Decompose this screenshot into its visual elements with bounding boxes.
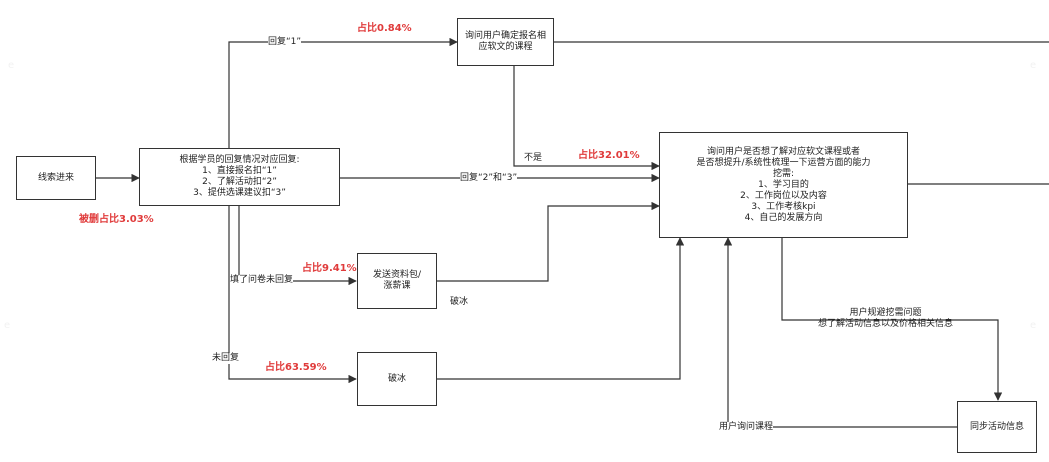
edge-no-reply — [228, 206, 357, 384]
edge-pack-to-ask — [437, 201, 660, 282]
watermark: e — [1030, 320, 1037, 331]
percentage-no-reply: 占比63.59% — [265, 362, 327, 373]
edge-avoid-to-sync — [781, 238, 1003, 401]
edge-label-break-ice: 破冰 — [450, 297, 469, 308]
edge-label-no-reply: 未回复 — [212, 353, 240, 364]
edge-label-not-yes: 不是 — [524, 153, 543, 164]
edge-breakice-to-ask — [437, 237, 685, 380]
edge-reply1 — [228, 37, 458, 148]
percentage-filled: 占比9.41% — [302, 263, 357, 274]
node-send-pack: 发送资料包/ 涨薪课 — [357, 253, 437, 309]
node-break-ice: 破冰 — [357, 352, 437, 406]
node-lead-in: 线索进来 — [16, 156, 96, 200]
node-ask-user: 询问用户是否想了解对应软文课程或者 是否想提升/系统性梳理一下运营方面的能力 挖… — [659, 132, 908, 238]
percentage-reply23: 占比32.01% — [578, 150, 640, 161]
edge-not-yes — [513, 66, 660, 171]
node-reply-sort: 根据学员的回复情况对应回复: 1、直接报名扣“1” 2、了解活动扣“2” 3、提… — [139, 148, 340, 206]
edge-sync-to-ask — [723, 237, 957, 428]
watermark: e — [8, 60, 15, 71]
edge-label-ask-course: 用户询问课程 — [719, 422, 774, 433]
edge-label-avoid-question: 用户规避挖需问题 想了解活动信息以及价格相关信息 — [818, 308, 954, 329]
edge-label-reply23: 回复“2”和“3” — [460, 173, 518, 184]
watermark: e — [4, 320, 11, 331]
edge-label-reply1: 回复“1” — [268, 37, 302, 48]
percentage-deleted: 被删占比3.03% — [79, 214, 154, 225]
node-confirm-course: 询问用户确定报名相 应软文的课程 — [457, 18, 554, 66]
percentage-reply1: 占比0.84% — [357, 23, 412, 34]
node-sync-activity: 同步活动信息 — [957, 401, 1037, 453]
watermark: e — [1030, 60, 1037, 71]
edge-label-filled-no-reply: 填了问卷未回复 — [230, 275, 294, 286]
